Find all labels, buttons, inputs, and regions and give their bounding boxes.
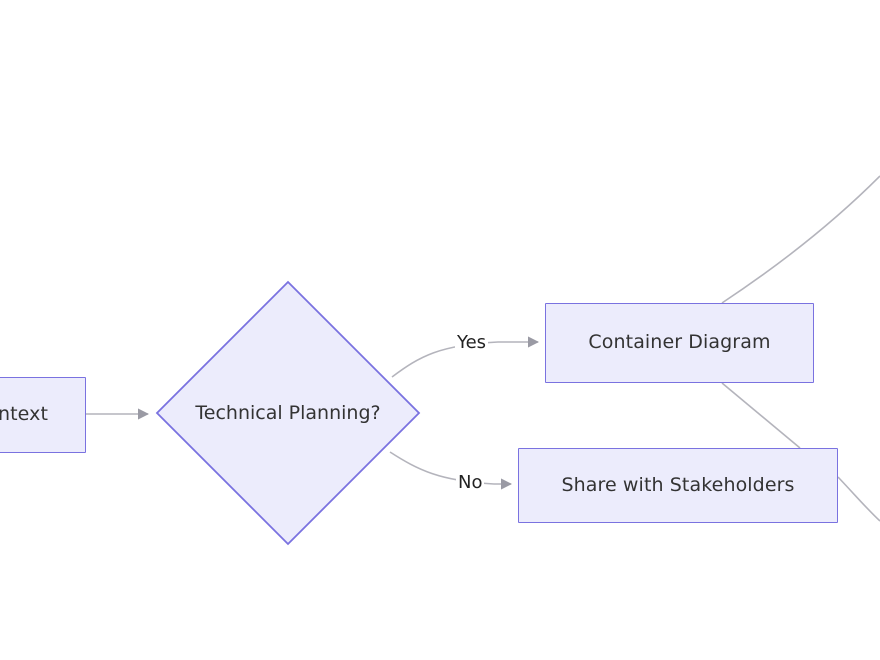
edge-decision-no bbox=[389, 451, 513, 490]
edge-label-yes: Yes bbox=[455, 332, 489, 353]
node-container-diagram-label: Container Diagram bbox=[588, 331, 771, 354]
edge-label-no: No bbox=[456, 472, 485, 493]
edge-decision-yes bbox=[391, 336, 540, 378]
node-technical-planning-label: Technical Planning? bbox=[195, 402, 381, 424]
diamond-shape bbox=[155, 280, 421, 546]
node-share-stakeholders-label: Share with Stakeholders bbox=[561, 473, 795, 496]
edge-container-to-share bbox=[721, 382, 801, 449]
node-technical-planning[interactable]: Technical Planning? bbox=[155, 280, 421, 546]
node-share-stakeholders[interactable]: Share with Stakeholders bbox=[518, 448, 838, 523]
node-context[interactable]: ntext bbox=[0, 377, 86, 453]
node-container-diagram[interactable]: Container Diagram bbox=[545, 303, 814, 383]
edge-share-down-right bbox=[837, 476, 880, 522]
node-context-label: ntext bbox=[0, 403, 49, 426]
edge-container-up-right bbox=[721, 175, 880, 304]
